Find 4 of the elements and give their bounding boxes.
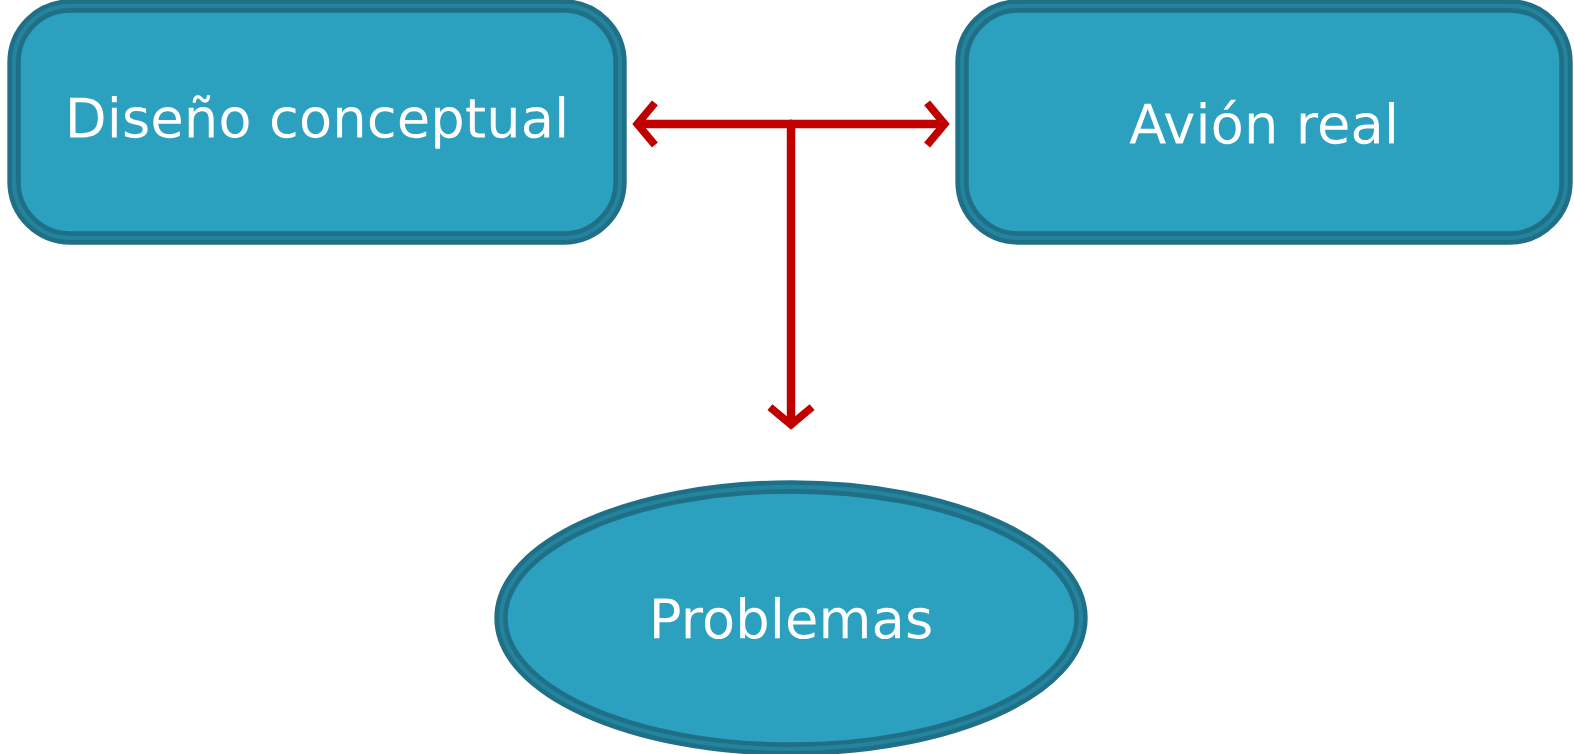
arrow xyxy=(767,119,815,430)
process-box: Diseño conceptual xyxy=(7,0,627,245)
process-box: Avión real xyxy=(955,0,1573,245)
ellipse-node: Problemas xyxy=(494,480,1088,754)
